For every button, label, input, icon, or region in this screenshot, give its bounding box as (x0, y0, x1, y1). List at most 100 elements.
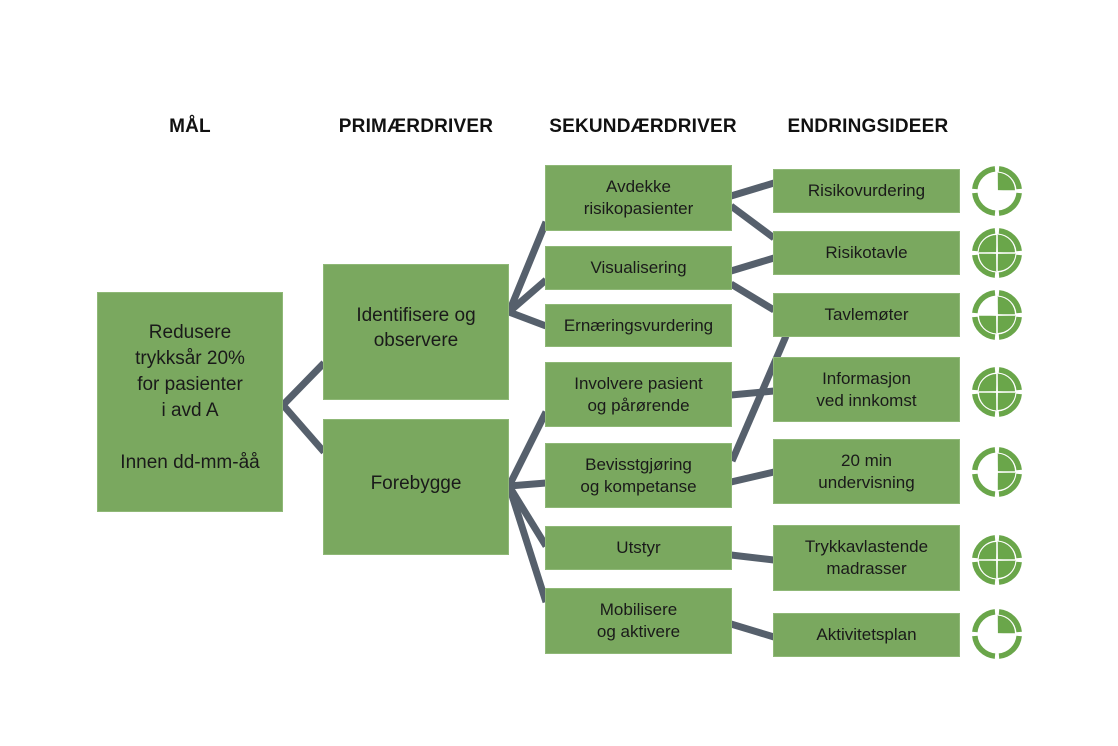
progress-quarter-fill (997, 560, 1016, 579)
connector-secondary-to-idea (730, 468, 775, 486)
connector-primary-to-secondary (505, 484, 550, 604)
primary-driver-forebygge: Forebygge (323, 419, 509, 555)
primary-driver-label: Forebygge (370, 472, 462, 494)
progress-ring-segment (972, 393, 996, 417)
secondary-driver-avdekke: Avdekke risikopasienter (545, 165, 732, 231)
progress-ring-segment (998, 393, 1022, 417)
change-idea-madrasser: Trykkavlastende madrasser (773, 525, 960, 591)
progress-ring-segment (972, 228, 996, 252)
change-idea-label: Tavlemøter (824, 305, 909, 324)
progress-ring-segment (972, 535, 996, 559)
change-idea-tavlemoter: Tavlemøter (773, 293, 960, 337)
change-idea-label: Informasjon ved innkomst (816, 368, 917, 410)
progress-quarter-icon (972, 166, 1022, 216)
progress-ring-segment (998, 535, 1022, 559)
connector-primary-to-secondary (505, 410, 550, 488)
progress-ring-segment (972, 635, 996, 659)
secondary-driver-label: Utstyr (616, 538, 661, 557)
primary-driver-identifisere: Identifisere og observere (323, 264, 509, 400)
secondary-driver-visualisering: Visualisering (545, 246, 732, 290)
progress-ring-segment (998, 290, 1022, 314)
progress-quarter-fill (978, 541, 997, 560)
change-idea-label: Risikotavle (825, 243, 908, 262)
progress-quarter-fill (978, 315, 997, 334)
change-idea-aktivitetsplan: Aktivitetsplan (773, 613, 960, 657)
progress-quarter-fill (997, 315, 1016, 334)
progress-ring-segment (998, 473, 1022, 497)
connector-goal-to-primary (280, 402, 327, 455)
change-idea-informasjon: Informasjon ved innkomst (773, 357, 960, 422)
progress-quarter-fill (997, 296, 1016, 315)
progress-ring-segment (972, 609, 996, 633)
progress-quarter-fill (997, 253, 1016, 272)
goal-box: Redusere trykksår 20% for pasienter i av… (97, 292, 283, 512)
progress-ring-segment (972, 316, 996, 340)
secondary-driver-utstyr: Utstyr (545, 526, 732, 570)
progress-full-icon (972, 228, 1022, 278)
change-idea-label: Trykkavlastende madrasser (804, 537, 929, 578)
secondary-driver-label: Mobilisere og aktivere (596, 600, 681, 641)
progress-quarter-fill (997, 392, 1016, 411)
goal-text: Redusere trykksår 20% for pasienter i av… (120, 322, 260, 473)
progress-half-icon (972, 447, 1022, 497)
connector-primary-to-secondary (506, 277, 549, 315)
header-goal: MÅL (169, 116, 211, 137)
progress-ring-segment (972, 166, 996, 190)
progress-quarter-fill (997, 453, 1016, 472)
connector-secondary-to-idea (728, 334, 790, 463)
progress-quarter-fill (997, 172, 1016, 191)
secondary-driver-label: Visualisering (590, 258, 687, 277)
progress-quarter-fill (997, 373, 1016, 392)
primary-driver-label: Identifisere og observere (356, 305, 476, 351)
progress-ring-segment (972, 473, 996, 497)
change-idea-undervisning: 20 min undervisning (773, 439, 960, 504)
change-idea-risikovurdering: Risikovurdering (773, 169, 960, 213)
progress-ring-segment (998, 254, 1022, 278)
secondary-driver-bevisstgjoring: Bevisstgjøring og kompetanse (545, 443, 732, 508)
progress-quarter-fill (978, 392, 997, 411)
progress-ring-segment (998, 166, 1022, 190)
connector-primary-to-secondary (508, 479, 547, 490)
progress-ring-segment (998, 447, 1022, 471)
progress-quarter-fill (978, 560, 997, 579)
progress-ring-segment (972, 290, 996, 314)
progress-ring-segment (998, 192, 1022, 216)
progress-ring-segment (998, 561, 1022, 585)
header-change-ideas: ENDRINGSIDEER (787, 116, 949, 137)
secondary-driver-mobilisere: Mobilisere og aktivere (545, 588, 732, 654)
progress-quarter-fill (978, 373, 997, 392)
header-secondary-drivers: SEKUNDÆRDRIVER (549, 116, 737, 137)
connector-secondary-to-idea (729, 179, 776, 200)
connector-primary-to-secondary (507, 308, 548, 330)
progress-three-quarter-icon (972, 290, 1022, 340)
secondary-driver-label: Ernæringsvurdering (563, 315, 714, 335)
progress-ring-segment (998, 316, 1022, 340)
secondary-driver-label: Bevisstgjøring og kompetanse (580, 454, 697, 496)
connector-secondary-to-idea (729, 254, 776, 275)
secondary-driver-label: Involvere pasient og pårørende (574, 373, 703, 415)
header-primary-drivers: PRIMÆRDRIVER (338, 116, 494, 137)
change-idea-label: 20 min undervisning (818, 450, 915, 492)
connector-secondary-to-idea (729, 281, 776, 313)
secondary-driver-ernaering: Ernæringsvurdering (545, 304, 732, 347)
progress-ring-segment (972, 254, 996, 278)
connector-goal-to-primary (280, 360, 327, 408)
progress-quarter-fill (997, 472, 1016, 491)
progress-ring-segment (972, 367, 996, 391)
progress-ring-segment (972, 561, 996, 585)
connector-secondary-to-idea (729, 620, 776, 641)
change-idea-label: Risikovurdering (807, 181, 926, 200)
change-idea-risikotavle: Risikotavle (773, 231, 960, 275)
connector-secondary-to-idea (730, 387, 775, 399)
progress-quarter-fill (978, 253, 997, 272)
progress-ring-segment (998, 609, 1022, 633)
progress-quarter-fill (997, 615, 1016, 634)
progress-quarter-fill (978, 234, 997, 253)
connector-secondary-to-idea (730, 551, 775, 564)
progress-quarter-icon (972, 609, 1022, 659)
connector-secondary-to-idea (728, 203, 777, 241)
progress-ring-segment (998, 635, 1022, 659)
progress-ring-segment (998, 228, 1022, 252)
